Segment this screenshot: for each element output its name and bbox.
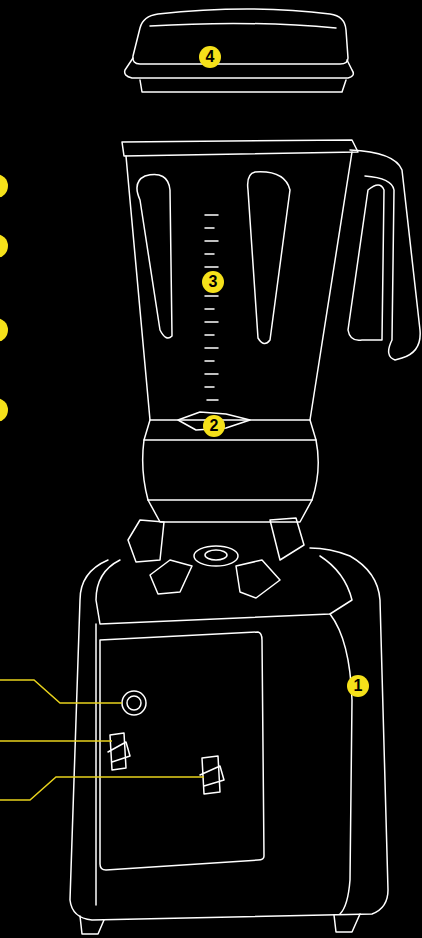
speed-knob <box>127 696 141 710</box>
jar-collar <box>144 420 316 440</box>
jar-handle <box>350 150 420 360</box>
callout-number: 3 <box>202 271 224 293</box>
base-top <box>96 556 352 624</box>
handle-grip <box>348 185 384 340</box>
lid-plug <box>140 80 346 92</box>
jar-rib <box>248 172 290 344</box>
callout-number: 4 <box>199 46 221 68</box>
feet <box>80 914 360 934</box>
pad <box>270 518 304 560</box>
cropped-callouts <box>0 174 8 422</box>
switch <box>108 733 130 770</box>
callout-number: 2 <box>203 415 225 437</box>
control-panel <box>100 632 264 870</box>
jar-body <box>126 152 352 420</box>
pad <box>236 560 280 598</box>
pad <box>150 560 192 594</box>
lid-top <box>133 9 348 64</box>
motor-base <box>70 548 388 920</box>
callout-number: 1 <box>347 675 369 697</box>
base-edge <box>95 624 97 905</box>
drive-socket <box>205 550 227 560</box>
callout-discs <box>199 46 369 697</box>
lid-edge <box>150 23 336 28</box>
leader-lines <box>0 680 204 800</box>
drive-socket <box>194 546 238 566</box>
base-side <box>330 614 352 914</box>
jar-rib <box>137 175 172 338</box>
switch <box>200 756 224 794</box>
lid-band <box>125 58 354 78</box>
measuring-marks <box>205 215 218 400</box>
pad <box>128 520 164 562</box>
speed-knob <box>122 691 146 715</box>
jar-base <box>143 440 319 500</box>
jar-rim <box>122 140 358 156</box>
